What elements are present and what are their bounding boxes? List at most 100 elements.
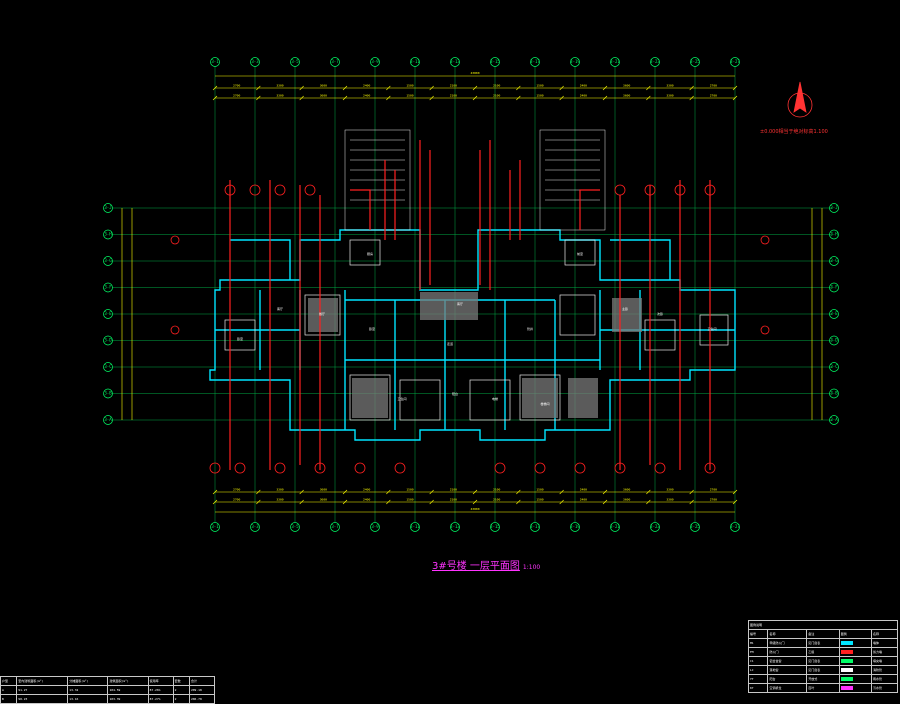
axis-bubble-bottom: 3-15	[490, 524, 500, 529]
area-cell: 104.59	[107, 685, 149, 695]
dim-top-2-label: 2700	[233, 94, 240, 98]
legend-cell: 污水管	[871, 683, 898, 693]
room-label: 卫生间	[397, 396, 406, 401]
axis-bubble-top: 3-27	[730, 59, 740, 64]
axis-bubble-left-circle	[103, 203, 113, 213]
dim-bottom-1-tick	[429, 489, 434, 495]
dim-bottom-2-label: 3600	[320, 498, 327, 502]
dim-top-2-tick	[732, 95, 738, 101]
dim-top-1-label: 2400	[580, 84, 587, 88]
axis-bubble-bottom: 3-5	[291, 524, 299, 529]
room-labels: 卧室客厅餐厅厨房卫生间阳台电梯楼梯间前室主卧次卧卫生间客厅卧室管井走道	[237, 251, 717, 406]
axis-bubble-left: 3-E	[104, 311, 112, 316]
area-cell: 90.23	[16, 694, 69, 704]
axis-bubble-top-circle	[730, 57, 740, 67]
dim-top-1-label: 2400	[363, 84, 370, 88]
dim-top-2-tick	[602, 95, 608, 101]
legend-header: 编号 名称 备注 图例 名称	[747, 629, 898, 639]
axis-bubble-left-circle	[103, 229, 113, 240]
legend-cell: 墙体	[871, 638, 898, 648]
axis-bubble-top-circle	[290, 57, 300, 67]
axis-bubble-top: 3-1	[211, 59, 219, 64]
axis-bubble-left-circle	[103, 362, 113, 372]
dim-bottom-2-label: 3300	[276, 498, 283, 502]
axis-bubble-right-circle	[829, 388, 839, 399]
axis-bubble-top-circle	[330, 57, 340, 67]
dim-top-1-label: 3600	[320, 84, 327, 88]
axis-bubble-bottom-circle	[490, 522, 500, 532]
axis-bubble-top: 3-13	[450, 59, 460, 64]
dim-top-1-tick	[602, 85, 608, 91]
area-header-cell: 合计	[188, 676, 216, 686]
dim-bottom-1-label: 2700	[233, 488, 240, 492]
wall-swatch-icon	[840, 641, 853, 645]
overall-dim-bottom: 43800	[470, 507, 479, 511]
room-label: 前室	[577, 251, 583, 256]
axis-bubble-bottom-circle	[730, 522, 740, 532]
room-label: 卧室	[237, 336, 243, 341]
legend-cell: 见门窗表	[806, 656, 840, 666]
dim-bottom-1-label: 1500	[406, 488, 413, 492]
table-row: LC 落地窗 见门窗表 消防管	[747, 665, 898, 675]
fire-pipe-swatch-icon	[840, 668, 853, 672]
axis-bubble-top-circle	[690, 57, 700, 67]
area-header-cell: 建筑面积(m²)	[107, 676, 149, 686]
legend-cell: 剪力墙	[871, 647, 898, 657]
axis-bubble-top-circle	[450, 57, 460, 67]
dim-bottom-1-tick	[299, 489, 304, 495]
legend-header-cell: 图例	[838, 629, 873, 639]
area-cell: 2	[172, 685, 190, 695]
elevation-note: ±0.000相当于绝对标高1.100	[760, 129, 828, 135]
axis-bubble-left-circle	[103, 388, 113, 399]
dim-bottom-2-tick	[732, 499, 738, 505]
dim-bottom-2-label: 1500	[536, 498, 543, 502]
legend-cell: 雨水管	[871, 674, 898, 684]
axis-bubble-bottom-circle	[650, 522, 660, 532]
dim-bottom-2-tick	[342, 499, 348, 505]
area-header-cell: 套内建筑面积(m²)	[16, 676, 69, 686]
dim-top-1-label: 1500	[406, 84, 413, 88]
axis-bubble-right: 3-H	[830, 232, 838, 237]
axis-bubble-top-circle	[570, 57, 580, 67]
axis-bubble-bottom-circle	[610, 522, 620, 532]
dim-bottom-2-label: 2700	[710, 498, 717, 502]
legend-cell: 开放式	[806, 674, 840, 684]
dim-top-1-label: 2700	[710, 84, 717, 88]
dim-bottom-1-tick	[602, 489, 608, 495]
axis-bubble-left: 3-C	[104, 364, 112, 369]
axis-bubble-bottom: 3-25	[690, 524, 700, 529]
area-cell: 209.18	[188, 685, 216, 695]
infill-swatch-icon	[840, 659, 853, 663]
dim-bottom-2-tick	[299, 499, 304, 505]
axis-bubble-right: 3-B	[830, 391, 838, 396]
dim-top-2-label: 2400	[363, 94, 370, 98]
room-fills	[308, 292, 642, 418]
dim-top-2-tick	[299, 95, 304, 101]
room-label: 楼梯间	[540, 401, 549, 406]
dim-top-1-tick	[342, 85, 348, 91]
dim-bottom-1-tick	[212, 489, 218, 495]
legend-title-row: 图例说明	[748, 620, 898, 630]
room-label: 客厅	[277, 306, 283, 311]
axis-bubble-top: 3-11	[410, 59, 420, 64]
legend-cell: 落地窗	[767, 665, 808, 675]
dim-top-1-tick	[212, 85, 218, 91]
legend-header-cell: 名称	[767, 629, 808, 639]
dim-top-2-label: 3300	[276, 94, 283, 98]
axis-bubble-bottom: 3-21	[610, 524, 620, 529]
dim-top-2-label: 2400	[580, 94, 587, 98]
legend-cell: KT	[747, 683, 769, 693]
axis-bubble-bottom: 3-17	[530, 524, 540, 529]
axis-bubble-top: 3-9	[371, 59, 379, 64]
legend-cell: LC	[747, 665, 769, 675]
legend-cell: 阳台	[767, 674, 808, 684]
axis-bubble-left: 3-H	[104, 232, 112, 237]
axis-bubble-top: 3-23	[650, 59, 660, 64]
axis-bubble-right-circle	[829, 229, 839, 240]
legend-cell: M1	[747, 638, 769, 648]
axis-bubble-left: 3-J	[104, 205, 111, 210]
area-cell: 103.39	[107, 694, 149, 704]
dim-top-1-tick	[646, 85, 651, 91]
